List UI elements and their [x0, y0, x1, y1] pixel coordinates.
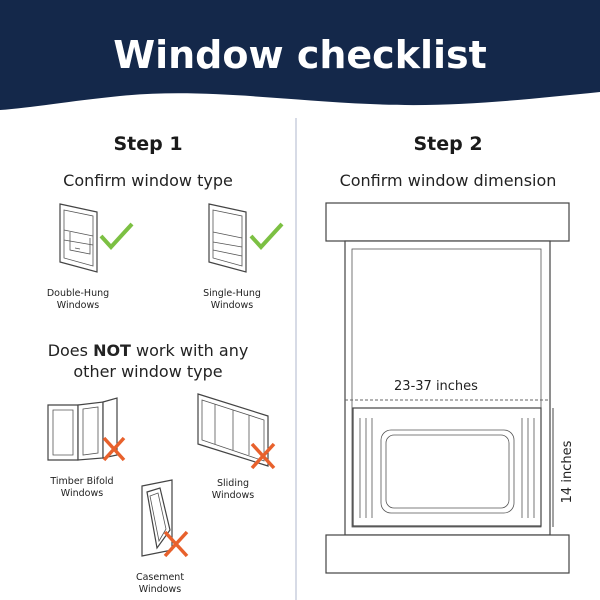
double-hung-label: Double-Hung [47, 288, 109, 299]
check-icon [249, 222, 284, 250]
sliding-window-icon [197, 393, 269, 467]
step2-subtitle: Confirm window dimension [340, 171, 557, 190]
x-icon [102, 436, 126, 462]
height-label: 14 inches [560, 440, 575, 503]
warning-text: Does NOT work with any [48, 341, 249, 360]
check-icon [99, 222, 134, 250]
x-icon [163, 530, 189, 558]
header-banner [0, 0, 600, 110]
casement-window-icon [141, 479, 173, 557]
single-hung-window-icon [208, 203, 247, 273]
warning-text-2: other window type [73, 362, 222, 381]
double-hung-label-2: Windows [57, 300, 99, 311]
bifold-label: Timber Bifold [49, 476, 113, 487]
width-label: 23-37 inches [394, 379, 478, 394]
window-dimension-diagram [325, 202, 570, 574]
x-icon [250, 442, 276, 470]
step1-subtitle: Confirm window type [63, 171, 233, 190]
step1-heading: Step 1 [113, 133, 182, 155]
air-conditioner-unit [352, 407, 542, 527]
casement-label: Casement [136, 572, 184, 583]
step2-heading: Step 2 [413, 133, 482, 155]
casement-label-2: Windows [139, 584, 181, 595]
page-title: Window checklist [113, 33, 487, 77]
bifold-window-icon [47, 397, 118, 461]
bifold-label-2: Windows [61, 488, 103, 499]
sliding-label: Sliding [217, 478, 249, 489]
single-hung-label-2: Windows [211, 300, 253, 311]
single-hung-label: Single-Hung [203, 288, 261, 299]
sliding-label-2: Windows [212, 490, 254, 501]
double-hung-window-icon [59, 203, 98, 273]
